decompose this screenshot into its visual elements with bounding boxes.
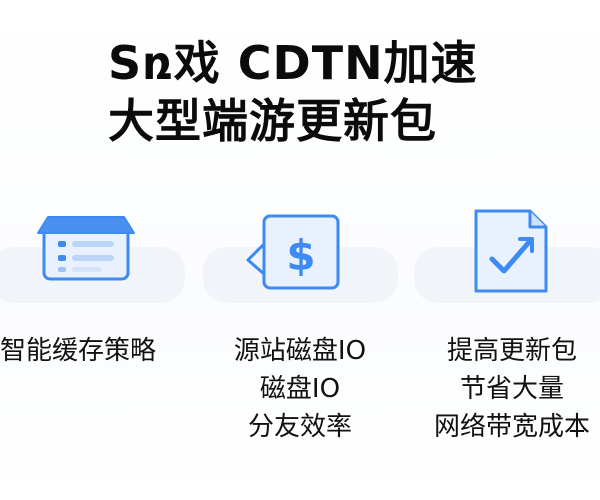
headline-line-1: Sռ戏 CDTN加速: [108, 36, 478, 90]
feature-3-line-2: 节省大量: [459, 374, 564, 404]
feature-3-line-3: 网络带宽成本: [433, 412, 590, 442]
headline-line-2: 大型端游更新包: [108, 94, 437, 148]
feature-1-line-1: 智能缓存策略: [0, 336, 157, 366]
feature-2-line-2: 磁盘IO: [259, 374, 341, 404]
feature-2-caption: 源站磁盘IO 磁盘IO 分友效率: [210, 332, 390, 446]
feature-3-caption: 提高更新包 节省大量 网络带宽成本: [412, 332, 600, 446]
headline: Sռ戏 CDTN加速 大型端游更新包: [108, 34, 478, 150]
dollar-icon: $: [246, 214, 340, 290]
feature-2-line-1: 源站磁盘IO: [233, 336, 367, 366]
server-icon: [37, 216, 135, 281]
feature-3-line-1: 提高更新包: [446, 336, 577, 366]
checkmark-document-icon: [474, 209, 548, 293]
svg-text:$: $: [286, 231, 315, 280]
feature-2-line-3: 分友效率: [247, 412, 352, 442]
feature-1-caption: 智能缓存策略: [0, 332, 186, 370]
